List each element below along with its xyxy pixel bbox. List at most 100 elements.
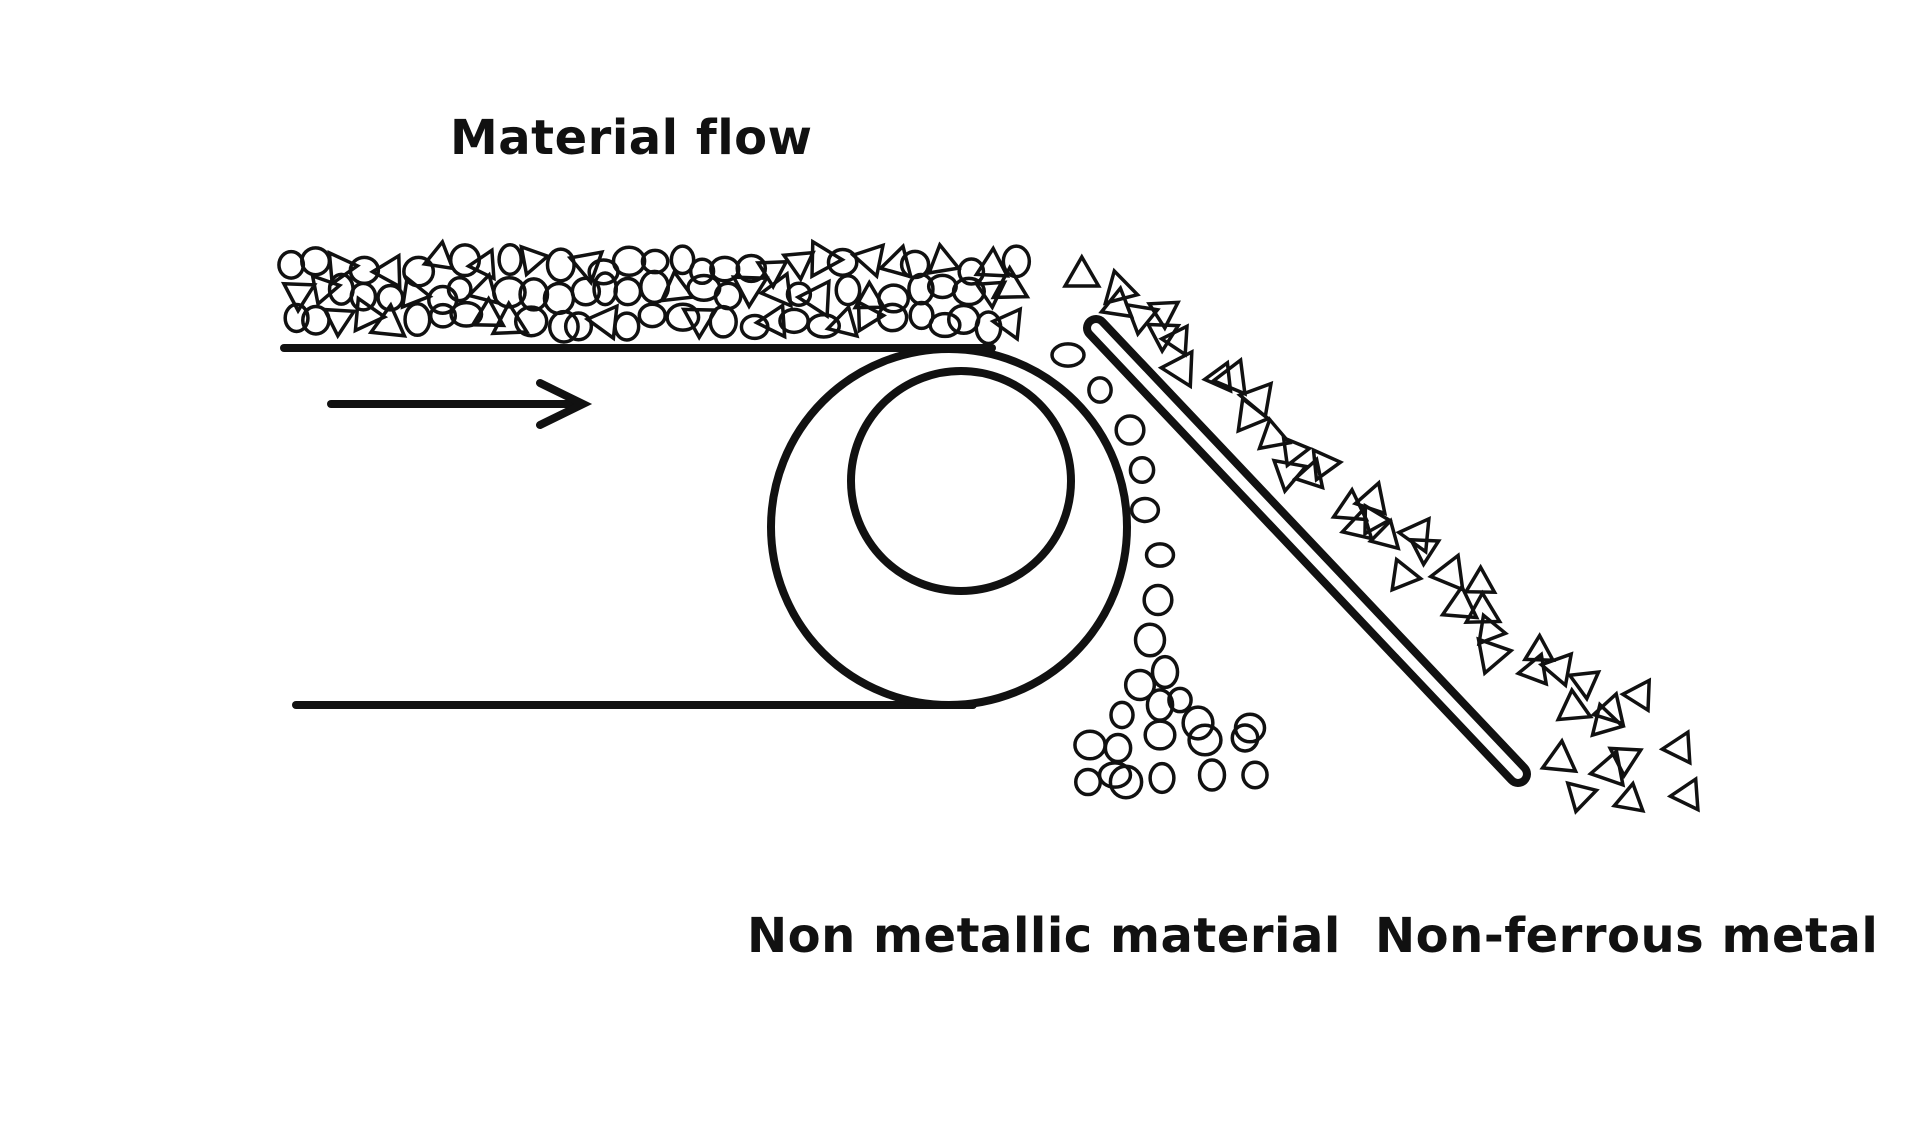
non-metallic-particle [946, 303, 981, 335]
non-metallic-particle [713, 281, 743, 311]
metal-particle [1124, 302, 1161, 338]
metal-particle [400, 274, 434, 310]
metal-particle [1339, 506, 1375, 541]
non-metallic-particle [735, 253, 768, 284]
metal-particle [810, 238, 846, 280]
metal-particle [1462, 563, 1498, 595]
splitter-plate [1083, 315, 1531, 787]
non-metallic-particle [547, 309, 580, 344]
metal-particle [1439, 583, 1480, 620]
metal-particle [1611, 780, 1646, 814]
metal-particle [1236, 395, 1272, 434]
non-metallic-particle [1087, 376, 1113, 404]
metal-particle [1590, 701, 1626, 738]
non-metallic-particle [785, 281, 813, 307]
non-metallic-particle [1103, 732, 1133, 764]
metal-particle [1521, 632, 1556, 663]
metal-particle [780, 250, 816, 283]
non-metallic-particle [1197, 758, 1227, 792]
non-metallic-particle [665, 302, 701, 332]
non-metallic-particle [1123, 668, 1157, 702]
metal-particle [369, 252, 402, 290]
particles [277, 238, 1700, 815]
metal-particle [1566, 670, 1602, 703]
metal-particle [973, 244, 1011, 278]
metal-particle [1590, 690, 1626, 727]
metal-particle [367, 301, 408, 338]
metal-particle [680, 307, 719, 341]
non-metallic-particle [928, 311, 962, 339]
non-metallic-particle [1129, 496, 1161, 524]
non-metallic-particle [613, 276, 643, 307]
metal-particle [465, 247, 496, 282]
non-metallic-particle [403, 301, 432, 338]
metal-particle [1658, 729, 1692, 766]
non-metallic-particle [876, 302, 909, 333]
non-metallic-particle [877, 283, 911, 314]
metal-particle [1311, 447, 1344, 483]
metal-particle [1476, 612, 1509, 647]
metal-particle [1201, 359, 1233, 394]
metal-particle [1390, 556, 1424, 593]
metal-particle [1271, 458, 1310, 495]
non-metallic-particle [428, 302, 458, 329]
metal-particle [1098, 284, 1135, 319]
non-metallic-particle [1114, 414, 1146, 446]
material-flow-label: Material flow [450, 110, 813, 166]
non-metallic-particle [669, 244, 696, 276]
metal-particle [1565, 780, 1600, 815]
metal-particle [849, 242, 886, 280]
non-metallic-particle [1181, 705, 1215, 741]
metal-particle [990, 264, 1031, 300]
non-metallic-particle [570, 276, 602, 307]
non-metallic-particle [826, 247, 859, 277]
non-metallic-particle [446, 276, 473, 303]
non-metallic-particle [449, 300, 484, 328]
non-metallic-particle [545, 247, 576, 283]
metal-particle [1145, 322, 1182, 355]
metal-particle [1476, 636, 1515, 677]
non-metallic-particle [1148, 761, 1176, 795]
outer-drum [767, 345, 1131, 709]
non-metallic-particle [1187, 723, 1223, 757]
non-metallic-particle [1133, 622, 1167, 658]
metal-particle [583, 303, 619, 342]
non-metallic-particle [1109, 700, 1135, 730]
metal-particle [926, 241, 962, 276]
non-metallic-particle [277, 249, 306, 280]
flow-direction-arrow-icon [327, 379, 593, 429]
non-metallic-particle [497, 242, 523, 277]
metal-particle [730, 275, 770, 310]
non-metallic-particle [1144, 542, 1176, 568]
non-metallic-particle [834, 274, 862, 307]
metal-particle [421, 238, 456, 271]
non-metallic-particle [1142, 583, 1174, 617]
metal-particle [321, 307, 358, 340]
non-metallic-particle [1128, 455, 1156, 485]
non-metallic-particle [1233, 712, 1267, 744]
metal-particle [1330, 486, 1370, 522]
metal-particle [1587, 747, 1626, 788]
metal-particle [856, 299, 887, 334]
metal-particle [754, 259, 790, 291]
metal-particle [1514, 651, 1549, 687]
non-metallic-particle [957, 257, 986, 286]
metal-particle [1427, 552, 1465, 593]
non-metallic-particle [908, 300, 935, 331]
metal-particle [794, 278, 831, 320]
metal-particle [1281, 435, 1313, 469]
metal-particle [1407, 537, 1442, 568]
metal-particle [280, 281, 318, 315]
non-metallic-particle [1074, 767, 1102, 797]
non-metallic-particle [637, 302, 667, 329]
metal-particle [353, 295, 389, 334]
metal-particle [566, 249, 605, 286]
metal-particle [1256, 416, 1293, 451]
non-metallic-material-label: Non metallic material [747, 908, 1341, 964]
non-ferrous-metal-label: Non-ferrous metal [1375, 908, 1879, 964]
metal-particle [989, 306, 1023, 342]
non-metallic-particle [513, 305, 549, 338]
non-metallic-particle [1145, 688, 1175, 722]
metal-particle [973, 280, 1008, 311]
